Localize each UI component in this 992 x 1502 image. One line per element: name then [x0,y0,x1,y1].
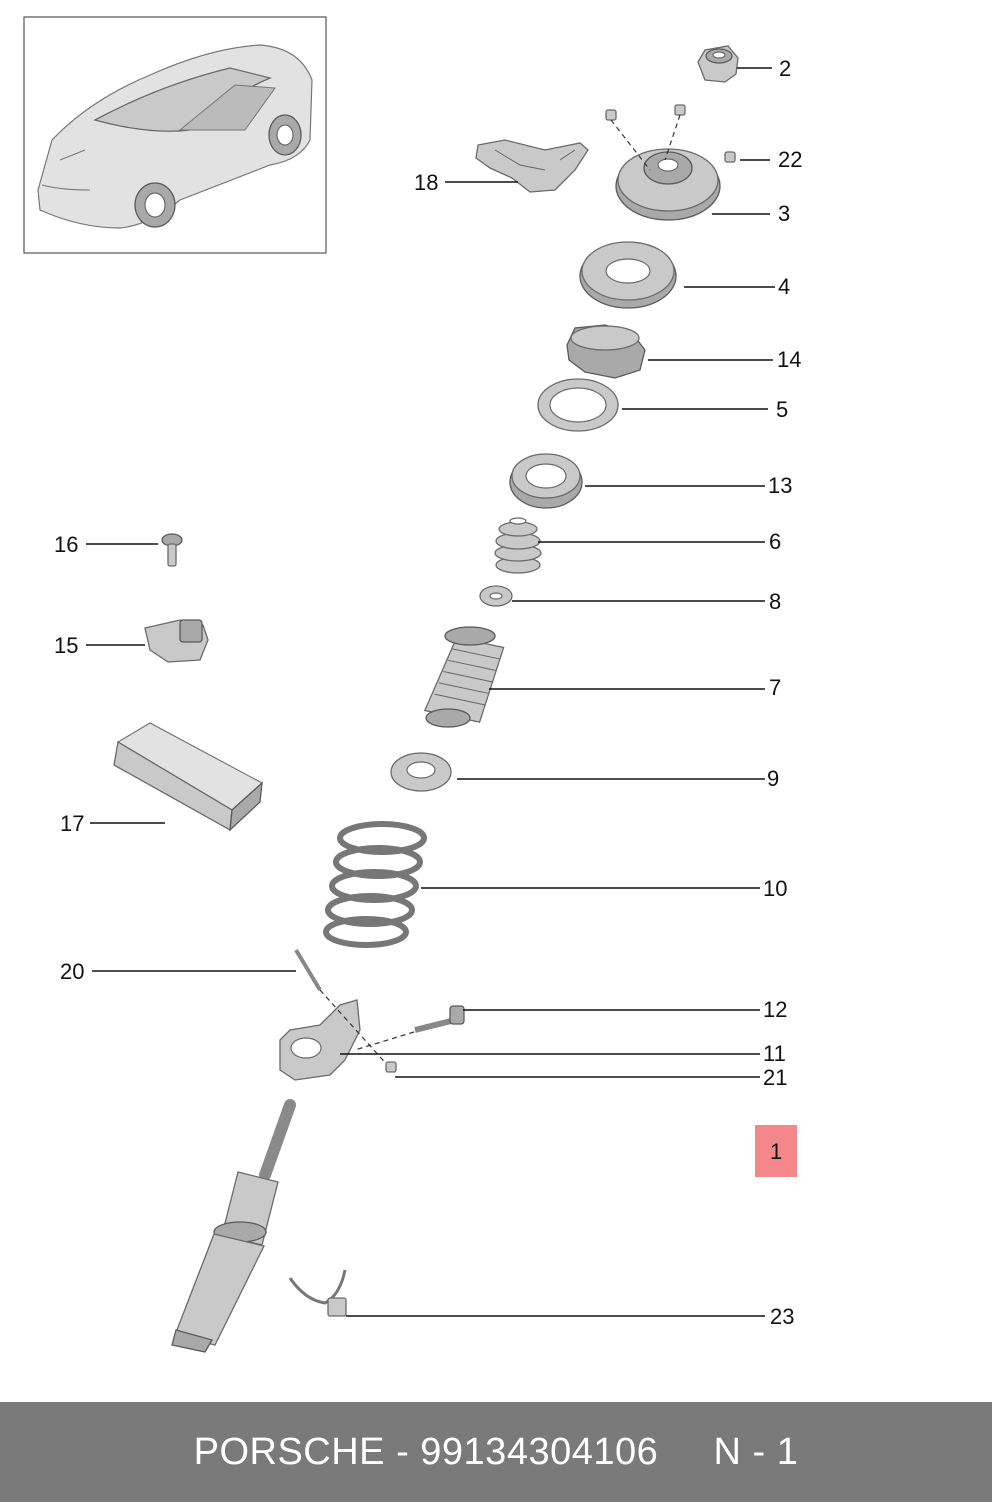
part-11-clamp [279,999,361,1081]
callout-3: 3 [778,201,790,226]
part-6-bump-stop [494,517,542,574]
callout-2: 2 [779,56,791,81]
footer-bar: PORSCHE - 99134304106 N - 1 [0,1402,992,1502]
callout-8: 8 [769,589,781,614]
callout-5: 5 [776,397,788,422]
callout-18: 18 [414,170,438,195]
part-2-nut [697,45,739,83]
callout-20: 20 [60,959,84,984]
callout-22: 22 [778,147,802,172]
callout-labels: 2 22 3 18 4 14 5 13 6 8 7 9 10 12 11 21 … [54,56,802,1329]
part-22-nuts [605,104,736,171]
callout-17: 17 [60,811,84,836]
part-10-coil-spring [323,821,427,948]
part-21-nut [385,1061,397,1073]
callout-1: 1 [770,1139,782,1164]
callout-14: 14 [777,347,801,372]
callout-23: 23 [770,1304,794,1329]
callout-11: 11 [763,1041,786,1066]
part-12-bolt [354,1005,465,1051]
part-16-bolt [161,533,183,567]
callout-13: 13 [768,473,792,498]
callout-16: 16 [54,532,78,557]
part-17-control-unit [113,722,264,832]
exploded-parts-diagram: 2 22 3 18 4 14 5 13 6 8 7 9 10 12 11 21 … [23,16,802,1353]
part-5-washer [537,378,619,432]
part-14-spring-seat [566,324,646,379]
part-23-clip [288,1269,347,1317]
car-thumbnail [23,16,327,254]
callout-15: 15 [54,633,78,658]
callout-7: 7 [769,675,781,700]
callout-4: 4 [778,274,790,299]
callout-1-highlight [755,1125,797,1177]
footer-part-number: PORSCHE - 99134304106 N - 1 [193,1430,799,1473]
part-9-lower-seat [390,752,452,792]
callout-6: 6 [769,529,781,554]
callout-21: 21 [763,1065,787,1090]
part-15-sensor [144,619,209,663]
callout-12: 12 [763,997,787,1022]
callout-9: 9 [767,766,779,791]
leader-lines [86,67,775,1317]
part-4-bearing [579,241,677,309]
callout-10: 10 [763,876,787,901]
part-7-dust-boot [423,626,505,728]
part-18-bracket [475,139,589,193]
shock-absorber [171,1099,296,1353]
part-3-strut-mount [615,148,721,221]
part-8-washer [479,585,513,607]
part-13-seat [509,453,583,509]
part-20-bolt [294,948,391,1069]
